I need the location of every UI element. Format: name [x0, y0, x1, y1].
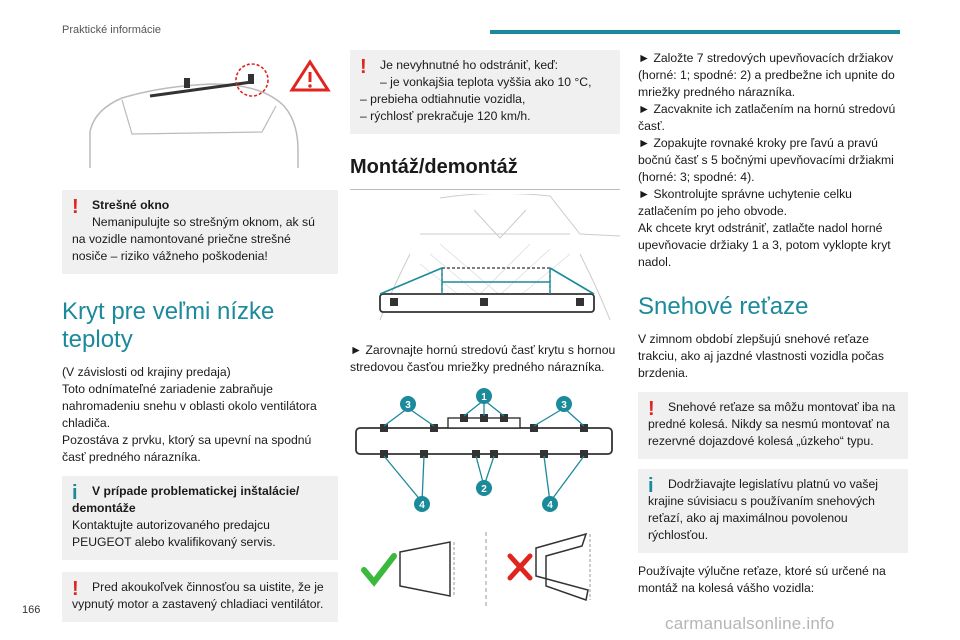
exclamation-icon: !: [72, 196, 79, 218]
warning-line: – rýchlosť prekračuje 120 km/h.: [360, 109, 531, 123]
warning-title: Strešné okno: [92, 198, 170, 212]
removal-instructions: Ak chcete kryt odstrániť, zatlačte nadol…: [638, 221, 891, 269]
intro-paragraph: (V závislosti od krajiny predaja) Toto o…: [62, 364, 338, 466]
callout-3-left: 3: [405, 400, 411, 411]
mounting-heading: Montáž/demontáž: [350, 156, 518, 178]
para-line: (V závislosti od krajiny predaja): [62, 365, 231, 379]
info-title: V prípade problematickej inštalácie/ dem…: [72, 484, 300, 515]
warning-triangle-icon: [289, 59, 331, 92]
snow-chains-intro: V zimnom období zlepšujú snehové reťaze …: [638, 332, 884, 380]
exclamation-icon: !: [72, 578, 79, 600]
callout-4-left: 4: [419, 500, 425, 511]
closing-paragraph: Používajte výlučne reťaze, ktoré sú urče…: [638, 564, 886, 595]
warning-text: Pred akoukoľvek činnosťou sa uistite, že…: [72, 580, 324, 611]
column-2: ! Je nevyhnutné ho odstrániť, keď: – je …: [350, 50, 620, 606]
exclamation-icon: !: [648, 398, 655, 420]
step-2: ► Založte 7 stredových upevňovacích drži…: [638, 51, 895, 99]
checkmark-icon: [361, 553, 397, 587]
callout-3-right: 3: [561, 400, 567, 411]
running-header: Praktické informácie: [62, 24, 162, 36]
warning-text: Nemanipulujte so strešným oknom, ak sú n…: [72, 215, 315, 263]
info-text: Dodržiavajte legislatívu platnú vo vašej…: [648, 477, 879, 542]
legislation-info-box: i Dodržiavajte legislatívu platnú vo vaš…: [638, 469, 908, 553]
callout-4-right: 4: [547, 500, 553, 511]
header-bar: [490, 30, 900, 34]
callout-1: 1: [481, 392, 487, 403]
warning-line: – prebieha odtiahnutie vozidla,: [360, 92, 526, 106]
step-4: ► Zopakujte rovnaké kroky pre ľavú a pra…: [638, 136, 894, 184]
warning-line: Je nevyhnutné ho odstrániť, keď:: [380, 58, 559, 72]
step-5: ► Skontrolujte správne uchytenie celku z…: [638, 187, 852, 218]
column-1: ! Strešné okno Nemanipulujte so strešným…: [62, 50, 338, 622]
warning-line: – je vonkajšia teplota vyššia ako 10 °C,: [380, 75, 592, 89]
page-number: 166: [22, 604, 41, 616]
removal-warning-box: ! Je nevyhnutné ho odstrániť, keď: – je …: [350, 50, 620, 134]
warning-text: Snehové reťaze sa môžu montovať iba na p…: [648, 400, 896, 448]
engine-warning-box: ! Pred akoukoľvek činnosťou sa uistite, …: [62, 572, 338, 622]
info-text: Kontaktujte autorizovaného predajcu PEUG…: [72, 518, 276, 549]
section-title: Kryt pre veľmi nízke teploty: [62, 298, 275, 353]
cross-icon: [507, 553, 533, 581]
callout-2: 2: [481, 484, 487, 495]
para-line: Pozostáva z prvku, ktorý sa upevní na sp…: [62, 433, 312, 464]
step-1: ► Zarovnajte hornú stredovú časť krytu s…: [350, 343, 616, 374]
bumper-alignment-illustration: [379, 194, 620, 321]
watermark: carmanualsonline.info: [665, 614, 835, 633]
roof-warning-box: ! Strešné okno Nemanipulujte so strešným…: [62, 190, 338, 274]
info-box: i V prípade problematickej inštalácie/ d…: [62, 476, 338, 560]
exclamation-icon: !: [360, 56, 367, 78]
para-line: Toto odnímateľné zariadenie zabraňuje na…: [62, 382, 317, 430]
column-3: ► Založte 7 stredových upevňovacích drži…: [638, 50, 908, 597]
clip-positions-diagram: 1 2 3 3 4 4: [355, 388, 613, 512]
car-roof-illustration: [89, 59, 331, 168]
snow-chains-title: Snehové reťaze: [638, 293, 809, 320]
info-icon: i: [648, 475, 654, 497]
heading-divider: [350, 189, 620, 190]
info-icon: i: [72, 482, 78, 504]
step-3: ► Zacvaknite ich zatlačením na hornú str…: [638, 102, 896, 133]
correct-incorrect-diagram: [361, 532, 591, 606]
chains-warning-box: ! Snehové reťaze sa môžu montovať iba na…: [638, 392, 908, 459]
